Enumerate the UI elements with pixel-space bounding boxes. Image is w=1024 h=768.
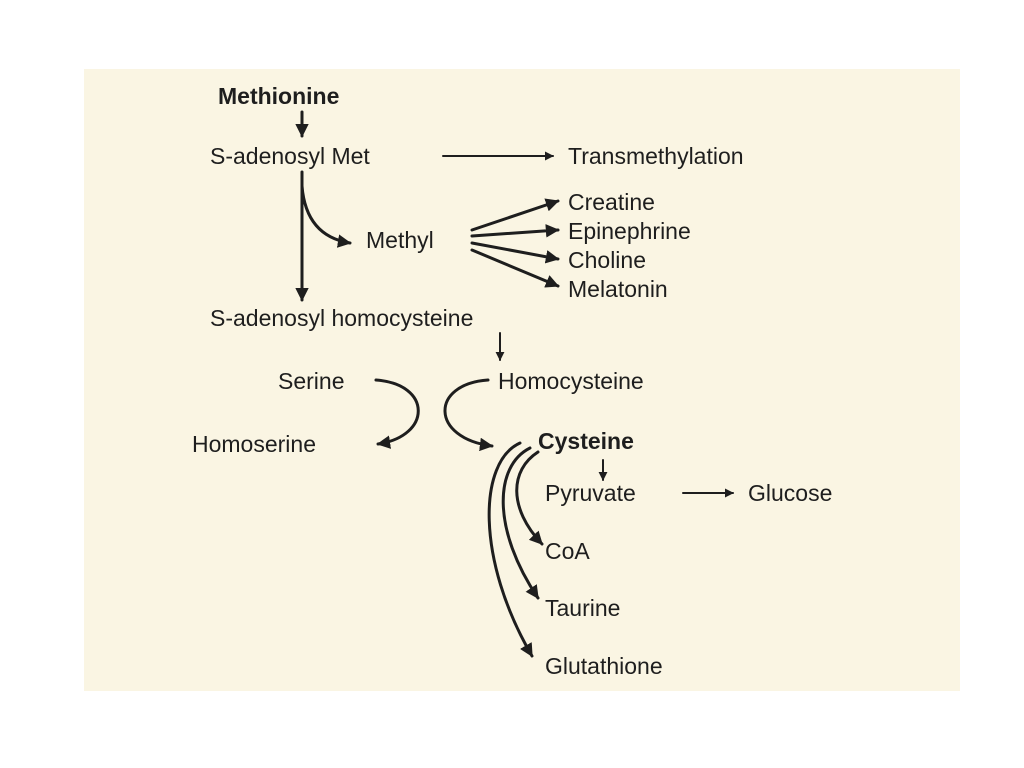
arrow-cysteine-to-glutathione bbox=[487, 441, 534, 658]
node-glucose: Glucose bbox=[748, 480, 832, 506]
arrow-cysteine-to-coa bbox=[515, 450, 544, 546]
arrow-methyl-to-melatonin bbox=[470, 248, 560, 288]
arrow-methyl-to-choline bbox=[470, 241, 560, 264]
arrow-methyl-to-creatine bbox=[470, 198, 560, 232]
node-creatine: Creatine bbox=[568, 189, 655, 215]
node-glutathione: Glutathione bbox=[545, 653, 663, 679]
arrow-serine-to-homoserine bbox=[374, 378, 420, 449]
arrow-cysteine-to-taurine bbox=[501, 446, 540, 600]
nodes: Methionine S-adenosyl Met Transmethylati… bbox=[192, 83, 832, 679]
node-methyl: Methyl bbox=[366, 227, 434, 253]
arrow-methyl-to-epinephrine bbox=[470, 224, 560, 238]
node-epinephrine: Epinephrine bbox=[568, 218, 691, 244]
node-coa: CoA bbox=[545, 538, 590, 564]
node-transmethylation: Transmethylation bbox=[568, 143, 744, 169]
node-homoserine: Homoserine bbox=[192, 431, 316, 457]
node-taurine: Taurine bbox=[545, 595, 620, 621]
node-choline: Choline bbox=[568, 247, 646, 273]
arrow-sam-to-methyl bbox=[300, 184, 352, 248]
node-serine: Serine bbox=[278, 368, 344, 394]
node-methionine: Methionine bbox=[218, 83, 339, 109]
diagram-panel bbox=[84, 69, 960, 691]
node-s-adenosyl-homocysteine: S-adenosyl homocysteine bbox=[210, 305, 473, 331]
edges bbox=[295, 110, 734, 658]
arrow-homocysteine-to-cysteine bbox=[443, 378, 494, 452]
node-homocysteine: Homocysteine bbox=[498, 368, 644, 394]
node-cysteine: Cysteine bbox=[538, 428, 634, 454]
node-melatonin: Melatonin bbox=[568, 276, 668, 302]
node-s-adenosyl-met: S-adenosyl Met bbox=[210, 143, 370, 169]
node-pyruvate: Pyruvate bbox=[545, 480, 636, 506]
